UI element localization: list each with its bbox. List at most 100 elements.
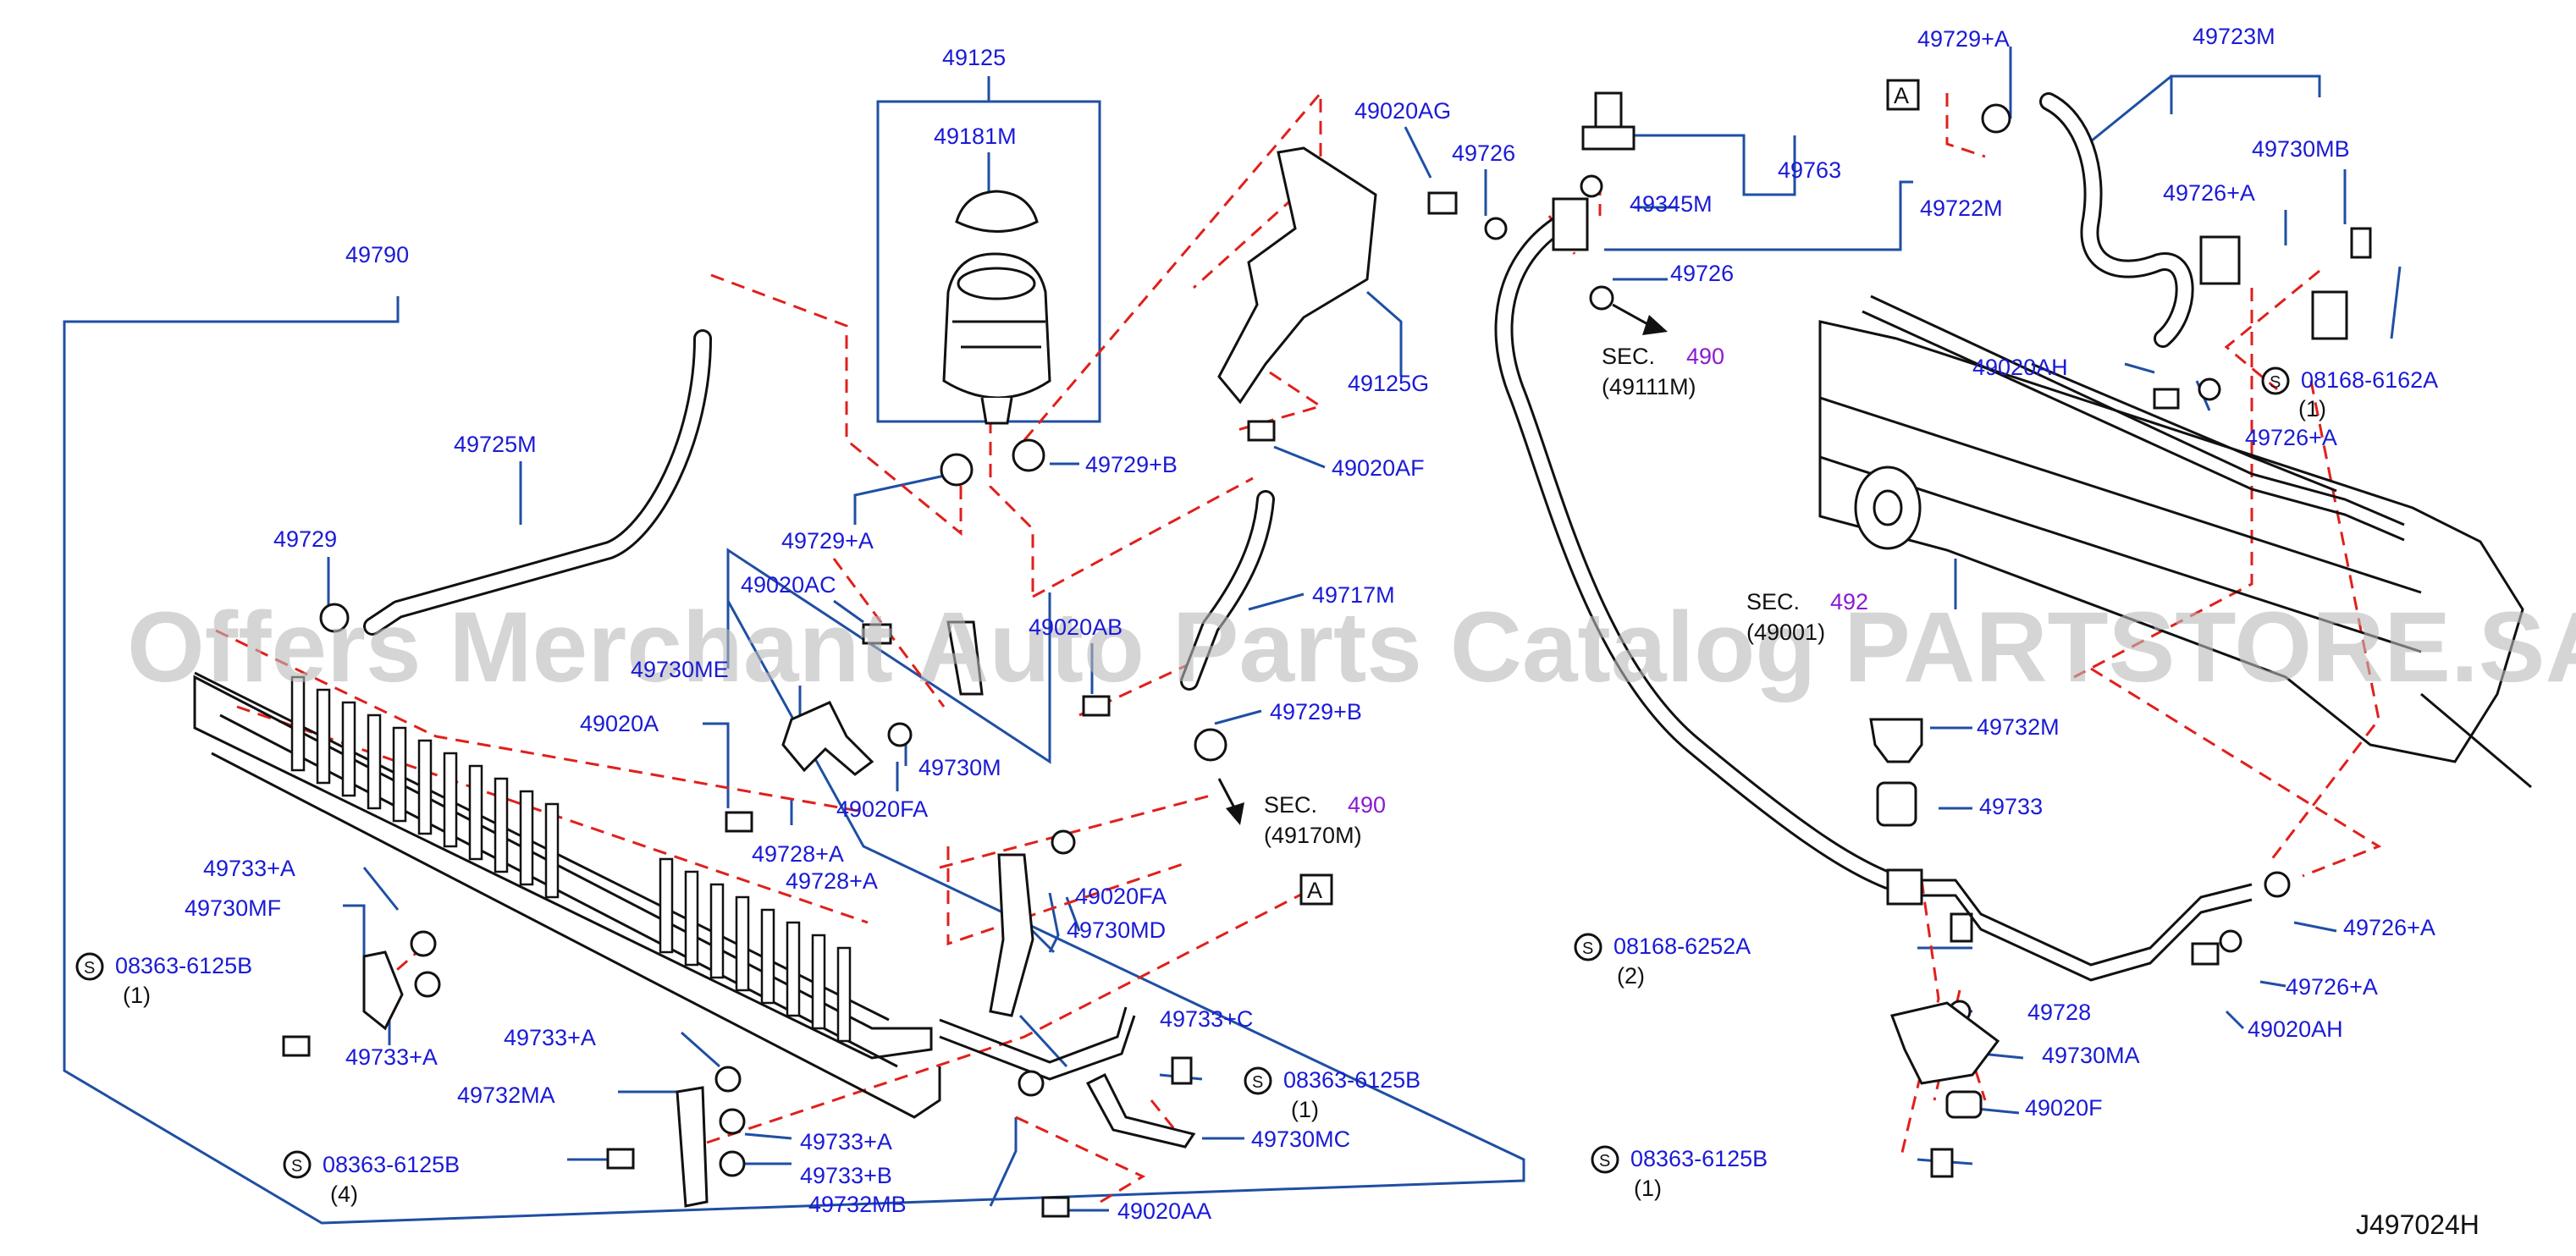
part-label: 49730MB <box>2252 136 2350 162</box>
bolts <box>282 191 2372 1218</box>
fitting-49020ah <box>2199 235 2241 285</box>
part-label: 49733+A <box>345 1044 438 1070</box>
part-label: 49729 <box>273 526 337 552</box>
washer <box>2198 377 2221 401</box>
part-label: 49728+A <box>786 868 878 894</box>
reservoir-bracket <box>1217 146 1377 405</box>
oil-cooler <box>193 671 1136 1119</box>
part-label: 49726+A <box>2286 974 2378 1000</box>
flow-arrow <box>1217 778 1238 812</box>
part-label: 49732M <box>1977 714 2060 740</box>
part-label: 49020AC <box>741 572 836 598</box>
reference-box-a-top: A <box>1894 83 1909 108</box>
part-label: 49730MC <box>1251 1127 1350 1152</box>
flow-arrow <box>1612 303 1652 328</box>
part-label: 49729+B <box>1085 452 1178 477</box>
steering-gear-assembly <box>1818 295 2532 789</box>
part-label: 49345M <box>1630 191 1713 217</box>
return-hose-right <box>2039 92 2194 348</box>
part-label: 49763 <box>1778 157 1841 183</box>
part-label: 49733+A <box>203 856 295 881</box>
grommet <box>1018 1070 1045 1097</box>
bracket-49730mb <box>2311 290 2348 340</box>
part-label: 49728+A <box>752 841 844 867</box>
s-symbol: S <box>84 959 95 978</box>
bracket-49732m <box>1869 718 1923 763</box>
part-label: 49726+A <box>2245 425 2337 450</box>
part-label: 08363-6125B <box>323 1152 460 1177</box>
part-label: 49722M <box>1920 196 2003 221</box>
part-qty: (2) <box>1617 963 1645 989</box>
section-ref-number: 490 <box>1348 792 1386 818</box>
part-label: 49733 <box>1979 794 2043 819</box>
grommet <box>719 1108 746 1135</box>
part-label: 49717M <box>1312 582 1395 608</box>
part-label: 49020AH <box>2248 1016 2343 1042</box>
bracket-49730me <box>781 701 874 776</box>
part-label: 49730M <box>918 755 1001 780</box>
part-qty: (4) <box>330 1182 358 1207</box>
part-label: 49020AA <box>1117 1198 1211 1224</box>
part-label: 49726+A <box>2163 180 2255 206</box>
section-ref-number: 492 <box>1830 589 1868 614</box>
part-label: 08363-6125B <box>1630 1146 1768 1171</box>
part-label: 49732MB <box>808 1192 907 1217</box>
part-label: 49729+A <box>781 528 874 554</box>
flow-arrow-head <box>1642 315 1668 335</box>
watermark: Offers Merchant Auto Parts Catalog PARTS… <box>127 592 2576 703</box>
section-ref-part: (49001) <box>1746 620 1825 645</box>
part-label: 49020AB <box>1029 614 1123 640</box>
grommet <box>887 722 913 747</box>
part-qty: (1) <box>1291 1097 1319 1122</box>
s-symbol: S <box>1599 1152 1610 1171</box>
standard-part-symbols: S S S S S S <box>75 366 2290 1179</box>
bracket-49732ma <box>676 1086 709 1208</box>
washer <box>2264 871 2291 898</box>
part-label: 49725M <box>454 432 537 457</box>
bracket-49730ma <box>1889 1001 2000 1085</box>
part-label: 49020F <box>2025 1095 2103 1121</box>
grommet <box>714 1066 742 1093</box>
bracket-49730mf <box>362 950 404 1031</box>
bracket-49730mc <box>1085 1072 1196 1149</box>
part-label: 08168-6252A <box>1613 934 1751 959</box>
reference-box-a-bottom: A <box>1307 878 1322 903</box>
part-label: 49020FA <box>836 796 928 822</box>
washer <box>2219 929 2242 953</box>
part-qty: (1) <box>2298 396 2326 421</box>
pressure-switch <box>1484 91 1636 311</box>
section-ref-prefix: SEC. <box>1264 792 1317 818</box>
part-label: 49733+A <box>800 1129 892 1154</box>
s-symbol: S <box>291 1157 302 1176</box>
reservoir-tank <box>942 190 1051 425</box>
bushing-49733 <box>1876 781 1917 827</box>
flow-arrow-head <box>1226 802 1244 825</box>
part-label: 49181M <box>934 124 1017 149</box>
part-label: 49730MF <box>185 895 281 921</box>
part-label: 49723M <box>2193 24 2275 49</box>
s-symbol: S <box>1252 1073 1263 1092</box>
grommet <box>410 930 437 957</box>
part-labels: 49125 49181M 49790 49020AG 49726 49125G … <box>115 24 2438 1224</box>
part-label: 49020A <box>580 711 659 736</box>
hose-clamps <box>319 103 2343 762</box>
supply-hose <box>1180 490 1275 691</box>
part-label: 49730MA <box>2042 1043 2140 1068</box>
part-label: 49733+C <box>1160 1006 1253 1032</box>
part-label: 49733+B <box>800 1163 892 1188</box>
bracket-49730md <box>989 853 1034 1017</box>
part-label: 49726 <box>1670 261 1734 286</box>
part-label: 49020AF <box>1332 455 1425 481</box>
grommet-49020f <box>1945 1090 1983 1119</box>
part-label: 49730ME <box>631 657 729 682</box>
part-label: 08168-6162A <box>2301 367 2438 393</box>
section-ref-number: 490 <box>1686 344 1724 369</box>
s-symbol: S <box>2270 373 2281 392</box>
part-qty: (1) <box>123 983 151 1008</box>
part-label: 49729+B <box>1270 699 1362 724</box>
part-label: 49730MD <box>1067 917 1166 943</box>
section-ref-part: (49170M) <box>1264 823 1362 848</box>
parts <box>193 91 2532 1218</box>
s-symbol: S <box>1582 939 1593 958</box>
